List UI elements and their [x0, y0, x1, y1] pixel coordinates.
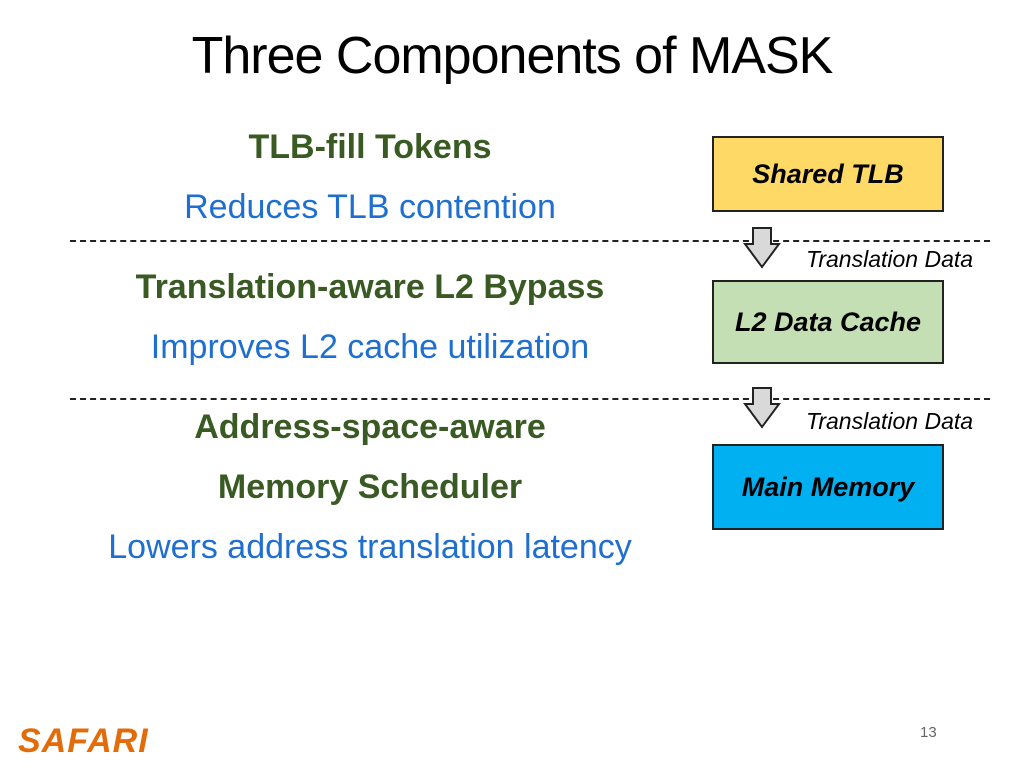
component-description-tlb-fill-tokens: Reduces TLB contention: [184, 188, 556, 226]
component-heading-tlb-fill-tokens: TLB-fill Tokens: [248, 128, 492, 166]
l2-data-cache-box: L2 Data Cache: [712, 280, 944, 364]
section-divider: [70, 398, 990, 400]
section-divider: [70, 240, 990, 242]
slide-title: Three Components of MASK: [191, 27, 834, 85]
safari-logo: SAFARI: [18, 722, 149, 760]
component-heading-memory-scheduler-line1: Address-space-aware: [194, 408, 546, 446]
component-heading-l2-bypass: Translation-aware L2 Bypass: [135, 268, 605, 306]
down-arrow-icon: [743, 227, 781, 269]
component-description-memory-scheduler: Lowers address translation latency: [108, 528, 632, 566]
component-description-l2-bypass: Improves L2 cache utilization: [150, 328, 590, 366]
down-arrow-icon: [743, 387, 781, 429]
component-heading-memory-scheduler-line2: Memory Scheduler: [217, 468, 523, 506]
translation-data-label: Translation Data: [806, 408, 974, 434]
main-memory-box: Main Memory: [712, 444, 944, 530]
page-number: 13: [920, 724, 937, 741]
translation-data-label: Translation Data: [806, 246, 974, 272]
shared-tlb-box: Shared TLB: [712, 136, 944, 212]
